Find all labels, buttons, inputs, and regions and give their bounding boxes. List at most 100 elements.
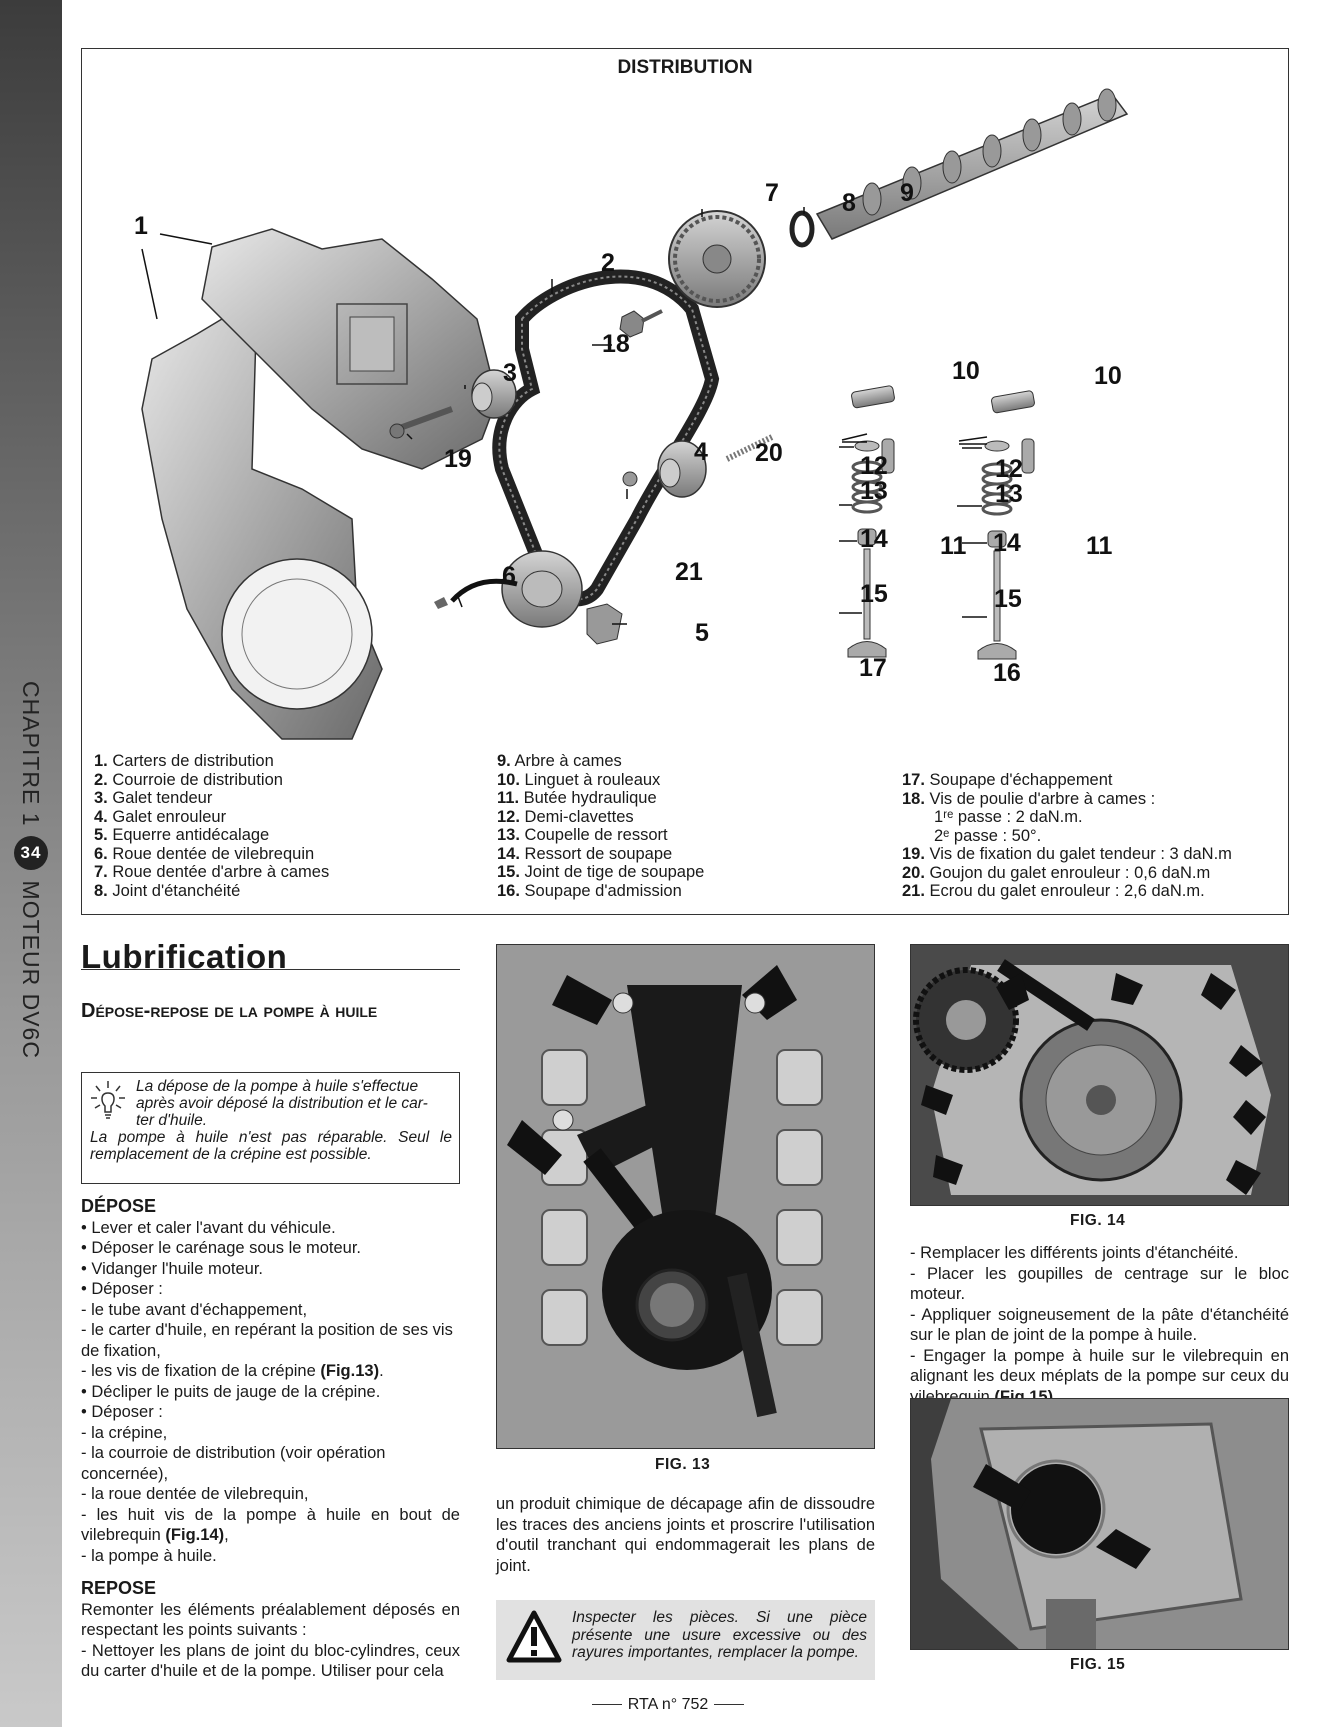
legend-item: 21. Ecrou du galet enrouleur : 2,6 daN.m… (902, 882, 1205, 900)
callout-2: 2 (601, 249, 615, 277)
footer-dash (714, 1704, 745, 1706)
legend-item: 5. Equerre antidécalage (94, 826, 270, 844)
legend-item: 15. Joint de tige de soupape (497, 863, 705, 881)
note-line: ter d'huile. (136, 1112, 208, 1129)
legend-item: 17. Soupape d'échappement (902, 771, 1113, 789)
repose-steps-right: - Remplacer les différents joints d'étan… (910, 1243, 1289, 1407)
camshaft-sprocket (668, 210, 766, 308)
callout-1: 1 (134, 212, 148, 240)
warning-triangle-icon (506, 1610, 562, 1663)
callout-15a: 15 (860, 580, 888, 608)
locking-bracket (586, 603, 623, 645)
callout-13a: 13 (860, 477, 888, 505)
warning-box: Inspecter les pièces. Si une pièce prése… (496, 1600, 875, 1680)
page-footer: RTA n° 752 (0, 1696, 1336, 1714)
step-line: - les vis de fixation de la crépine (Fig… (81, 1362, 384, 1380)
fig13-caption: FIG. 13 (655, 1456, 711, 1473)
callout-16: 16 (993, 659, 1021, 687)
legend-item: 8. Joint d'étanchéité (94, 881, 241, 900)
step-line: • Vidanger l'huile moteur. (81, 1259, 263, 1278)
callout-19: 19 (444, 445, 472, 473)
callout-15b: 15 (994, 585, 1022, 613)
callout-7: 7 (765, 179, 779, 207)
callout-11b: 11 (1086, 532, 1113, 560)
callout-14a: 14 (860, 525, 888, 553)
legend-column-3: 17. Soupape d'échappement 18. Vis de pou… (902, 771, 1232, 901)
legend-item: 16. Soupape d'admission (497, 881, 682, 900)
page-number-badge: 34 (14, 836, 48, 871)
footer-text: RTA n° 752 (627, 1696, 709, 1713)
idler-nut (622, 471, 638, 487)
legend-item: 14. Ressort de soupape (497, 844, 673, 863)
callout-11a: 11 (940, 532, 967, 560)
legend-item: 6. Roue dentée de vilebrequin (94, 844, 315, 863)
callout-6: 6 (502, 562, 516, 590)
idler-stud (725, 434, 774, 462)
step-line: - Nettoyer les plans de joint du bloc-cy… (81, 1641, 460, 1681)
distribution-exploded-diagram: 1 2 3 4 5 6 7 8 9 10 10 11 11 12 12 13 1… (134, 88, 1129, 740)
fig14-caption: FIG. 14 (1070, 1212, 1126, 1229)
step-line: • Déposer : (81, 1280, 163, 1298)
chapter-label: CHAPITRE 1 (18, 681, 45, 827)
step-line: - le carter d'huile, en repérant la posi… (81, 1321, 453, 1360)
step-line: - la pompe à huile. (81, 1546, 217, 1565)
legend-subitem: 2ᵉ passe : 50°. (934, 826, 1042, 845)
legend-subitem: 1ʳᵉ passe : 2 daN.m. (934, 808, 1083, 826)
fig15-caption: FIG. 15 (1070, 1656, 1126, 1673)
legend-column-1: 1. Carters de distribution 2. Courroie d… (94, 752, 329, 900)
tensioner-bolt (389, 406, 454, 439)
callout-12a: 12 (860, 452, 888, 480)
oil-seal (789, 210, 815, 248)
callout-5: 5 (695, 619, 709, 647)
figure-reference[interactable]: (Fig.13) (320, 1362, 380, 1380)
callout-13b: 13 (995, 480, 1023, 508)
legend-item: 2. Courroie de distribution (94, 770, 283, 789)
step-line: - le tube avant d'échappement, (81, 1300, 308, 1319)
lightbulb-icon (91, 1081, 125, 1119)
timing-cover-rear (141, 297, 383, 740)
note-line: La pompe à huile n'est pas réparable. Se… (90, 1129, 452, 1163)
legend-item: 9. Arbre à cames (497, 752, 622, 770)
cam-pulley-bolt (619, 309, 663, 338)
middle-paragraph: un produit chimique de décapage afin de … (496, 1495, 875, 1575)
camshaft (815, 88, 1129, 240)
crankshaft-sprocket (434, 550, 583, 628)
step-line: - la roue dentée de vilebrequin, (81, 1485, 309, 1503)
callout-3: 3 (503, 359, 517, 387)
step-line: - Engager la pompe à huile sur le vilebr… (910, 1346, 1289, 1406)
idler-pulley (657, 440, 707, 498)
note-line: La dépose de la pompe à huile s'effectue (136, 1078, 419, 1095)
step-line: - la courroie de distribution (voir opér… (81, 1444, 386, 1483)
legend-item: 4. Galet enrouleur (94, 807, 227, 826)
legend-item: 13. Coupelle de ressort (497, 826, 668, 844)
step-line: - la crépine, (81, 1423, 168, 1442)
step-line: - Placer les goupilles de centrage sur l… (910, 1264, 1289, 1304)
legend-item: 7. Roue dentée d'arbre à cames (94, 863, 330, 881)
fig14-photo (910, 944, 1289, 1206)
chapter-side-label: CHAPITRE 1 34 MOTEUR DV6C (14, 681, 48, 1059)
distribution-figure: DISTRIBUTION (81, 48, 1289, 915)
tensioner-pulley (471, 369, 517, 419)
valve-assembly-exhaust (847, 385, 895, 658)
figure-reference[interactable]: (Fig.14) (165, 1526, 225, 1544)
repose-title: REPOSE (81, 1578, 157, 1598)
depose-section: DÉPOSE • Lever et caler l'avant du véhic… (81, 1196, 460, 1682)
callout-10a: 10 (952, 357, 980, 385)
callout-10b: 10 (1094, 362, 1122, 390)
legend-item: 1. Carters de distribution (94, 752, 274, 770)
note-line: après avoir déposé la distribution et le… (136, 1095, 428, 1112)
callout-17: 17 (859, 654, 887, 682)
footer-dash (591, 1704, 622, 1706)
fig15-photo (910, 1398, 1289, 1650)
step-line: - les huit vis de la pompe à huile en bo… (81, 1505, 460, 1545)
timing-belt (492, 269, 720, 607)
depose-title: DÉPOSE (81, 1196, 157, 1216)
callout-4: 4 (694, 438, 708, 466)
section-title: Lubrification (81, 938, 288, 975)
callout-14b: 14 (993, 529, 1021, 557)
callout-18: 18 (602, 330, 630, 358)
timing-cover-upper (201, 228, 498, 470)
legend-item: 19. Vis de fixation du galet tendeur : 3… (902, 845, 1232, 863)
callout-20: 20 (755, 439, 783, 467)
legend-item: 3. Galet tendeur (94, 789, 213, 807)
